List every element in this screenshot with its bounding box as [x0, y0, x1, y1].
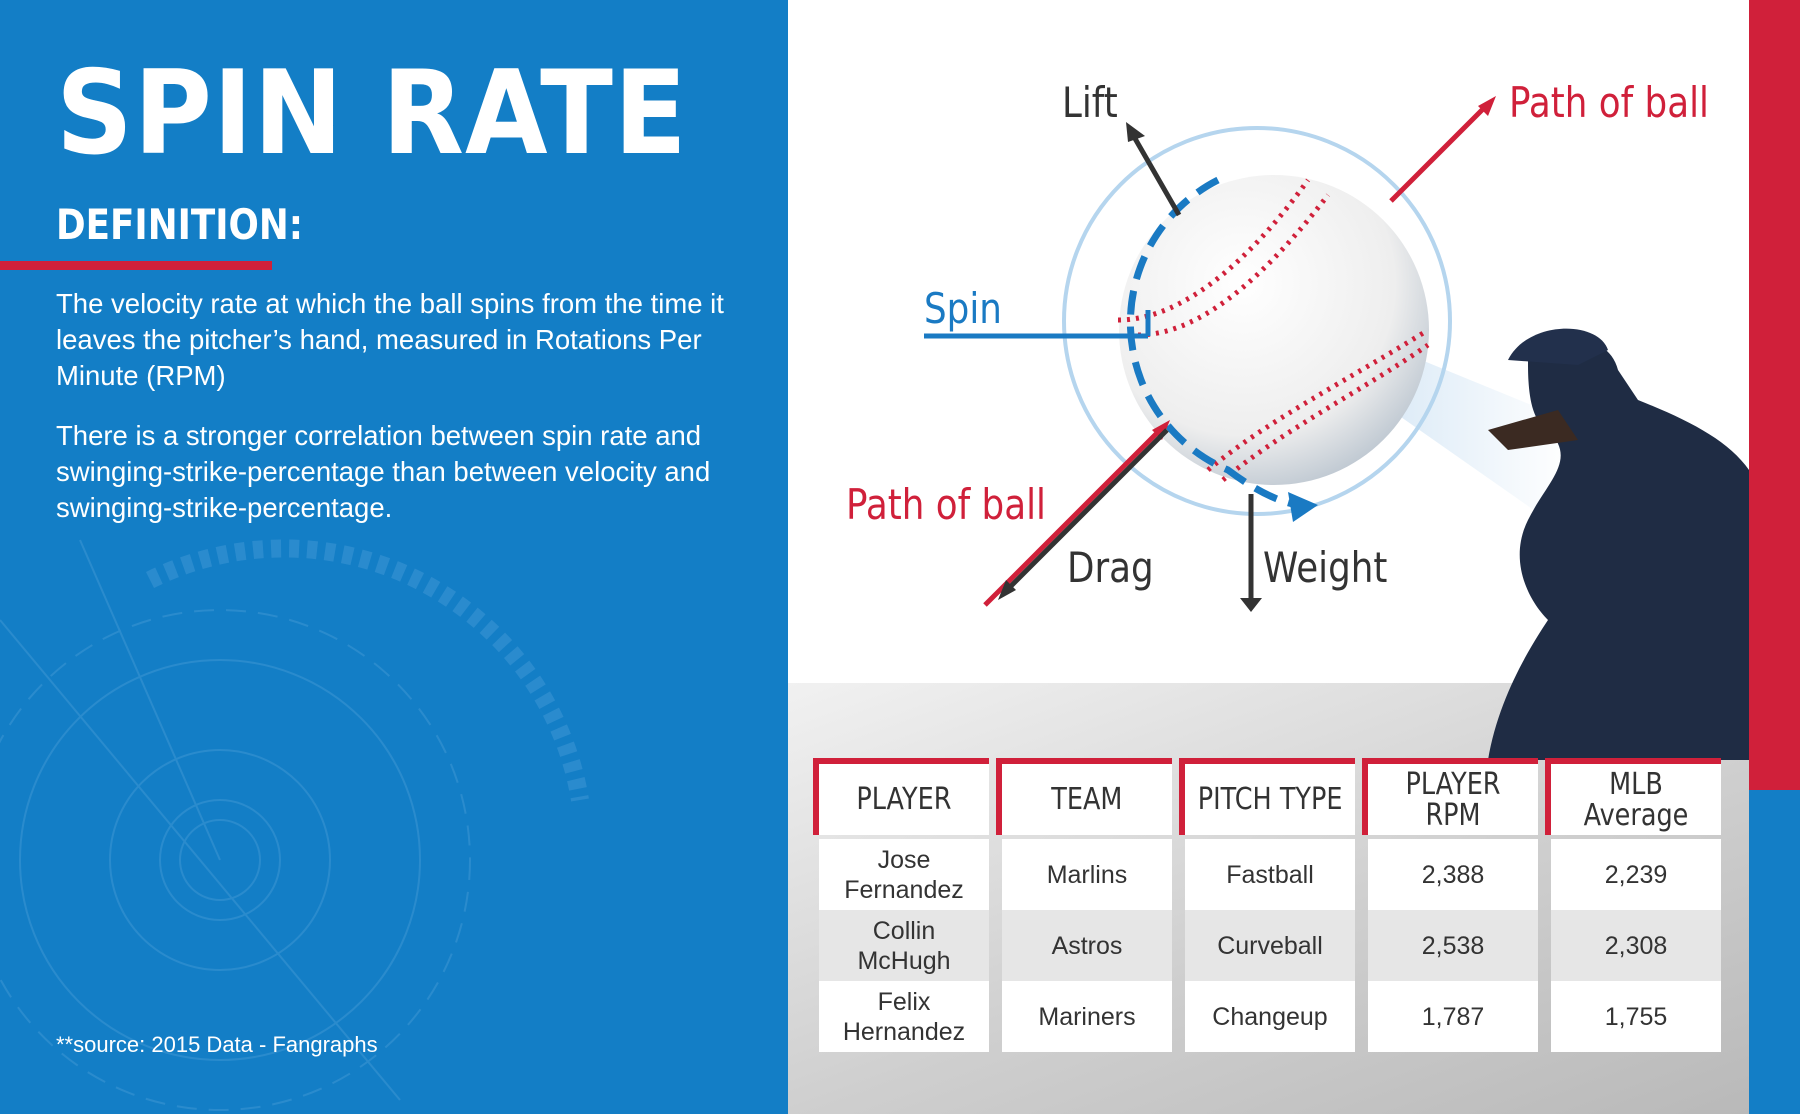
spin-label: Spin	[924, 284, 1002, 333]
table-cell: Collin McHugh	[819, 910, 989, 981]
table-cell: Marlins	[1002, 839, 1172, 910]
weight-arrow	[1240, 494, 1262, 612]
definition-heading: DEFINITION:	[56, 200, 303, 249]
weight-label: Weight	[1263, 543, 1388, 592]
source-note: **source: 2015 Data - Fangraphs	[56, 1032, 378, 1057]
spin-rate-table: PLAYER TEAM PITCH TYPE PLAYER RPM MLB Av…	[813, 758, 1721, 1052]
path-top-arrow	[1389, 96, 1496, 203]
table-cell: Fastball	[1185, 839, 1355, 910]
path-bottom-arrow	[983, 420, 1170, 607]
spin-arrowhead	[1288, 492, 1318, 522]
drag-arrow	[998, 428, 1169, 600]
header-player-rpm-text: PLAYER RPM	[1405, 766, 1501, 833]
spin-diagram: Rapsodo	[924, 96, 1749, 760]
path-of-ball-bottom-label: Path of ball	[846, 480, 1046, 529]
definition-text: The velocity rate at which the ball spin…	[56, 288, 724, 391]
header-team: TEAM	[996, 758, 1172, 835]
header-pitch-type-text: PITCH TYPE	[1197, 782, 1343, 817]
table-cell: 2,538	[1368, 910, 1538, 981]
table-cell: 2,388	[1368, 839, 1538, 910]
spin-direction-dashed-arc	[1126, 176, 1299, 509]
header-player: PLAYER	[813, 758, 989, 835]
header-mlb-average-text: MLB Average	[1583, 766, 1689, 833]
baseball-stitches	[1117, 178, 1430, 482]
table-cell: Curveball	[1185, 910, 1355, 981]
blue-accent-bar	[1749, 790, 1800, 1114]
red-accent-bar	[1749, 0, 1800, 790]
header-player-rpm: PLAYER RPM	[1362, 758, 1538, 835]
correlation-text: There is a stronger correlation between …	[56, 420, 711, 523]
header-mlb-average: MLB Average	[1545, 758, 1721, 835]
table-cell: Felix Hernandez	[819, 981, 989, 1052]
page-title: SPIN RATE	[56, 46, 688, 181]
table-cell: 2,239	[1551, 839, 1721, 910]
header-pitch-type: PITCH TYPE	[1179, 758, 1355, 835]
baseball	[1119, 175, 1429, 485]
pitcher-image: Rapsodo	[1488, 313, 1749, 760]
table-cell: Mariners	[1002, 981, 1172, 1052]
path-of-ball-top-label: Path of ball	[1509, 78, 1709, 127]
table-cell: Jose Fernandez	[819, 839, 989, 910]
table-cell: 2,308	[1551, 910, 1721, 981]
table-cell: Changeup	[1185, 981, 1355, 1052]
heading-underline	[0, 261, 272, 270]
table-cell: 1,787	[1368, 981, 1538, 1052]
decorative-gauge-graphic	[0, 539, 589, 1111]
header-team-text: TEAM	[1051, 782, 1123, 817]
lift-arrow	[1126, 122, 1182, 217]
table-cell: Astros	[1002, 910, 1172, 981]
drag-label: Drag	[1067, 543, 1154, 592]
spin-ring	[1062, 126, 1452, 516]
left-panel: SPIN RATE DEFINITION: The velocity rate …	[0, 0, 788, 1114]
header-player-text: PLAYER	[856, 782, 952, 817]
table-cell: 1,755	[1551, 981, 1721, 1052]
lift-label: Lift	[1062, 78, 1118, 127]
